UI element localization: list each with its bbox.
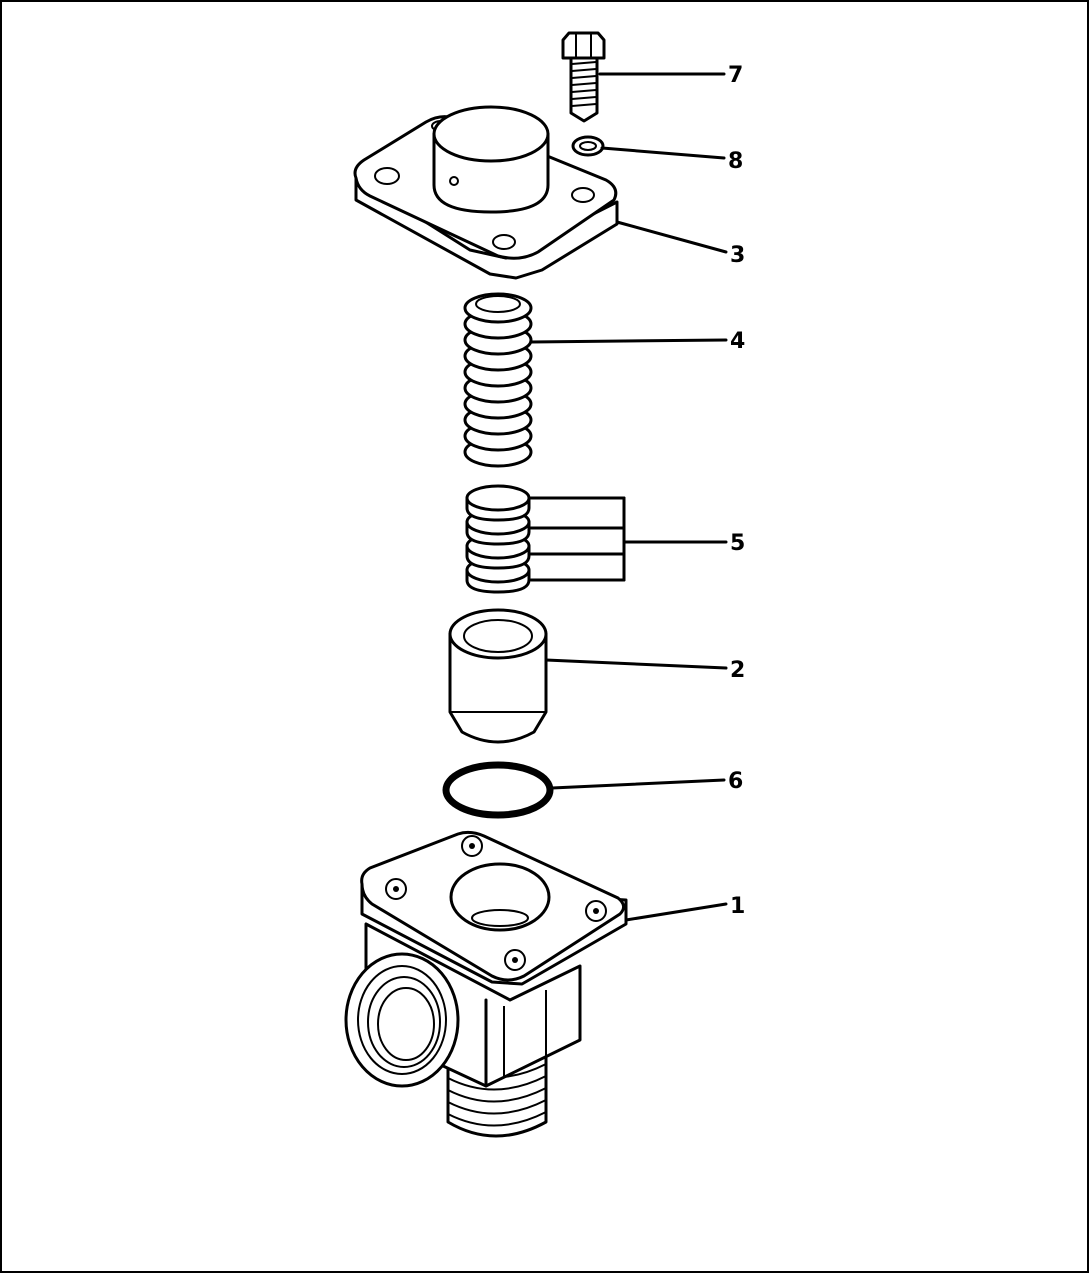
shims-part-5 xyxy=(465,484,531,594)
sleeve-part-2 xyxy=(448,608,548,744)
callout-1: 1 xyxy=(730,894,745,919)
cover-part-3 xyxy=(353,105,619,280)
bolt-part-7 xyxy=(561,31,606,123)
spring-part-4 xyxy=(463,292,533,468)
callout-4: 4 xyxy=(730,329,745,354)
callout-5: 5 xyxy=(730,531,745,556)
leader-lines xyxy=(529,72,728,922)
callout-6: 6 xyxy=(728,769,743,794)
callout-3: 3 xyxy=(730,243,745,268)
o-ring-part-6 xyxy=(442,761,554,819)
callout-2: 2 xyxy=(730,658,745,683)
callout-7: 7 xyxy=(728,63,743,88)
valve-body-part-1 xyxy=(344,830,628,1138)
callout-8: 8 xyxy=(728,149,743,174)
washer-part-8 xyxy=(571,135,605,157)
